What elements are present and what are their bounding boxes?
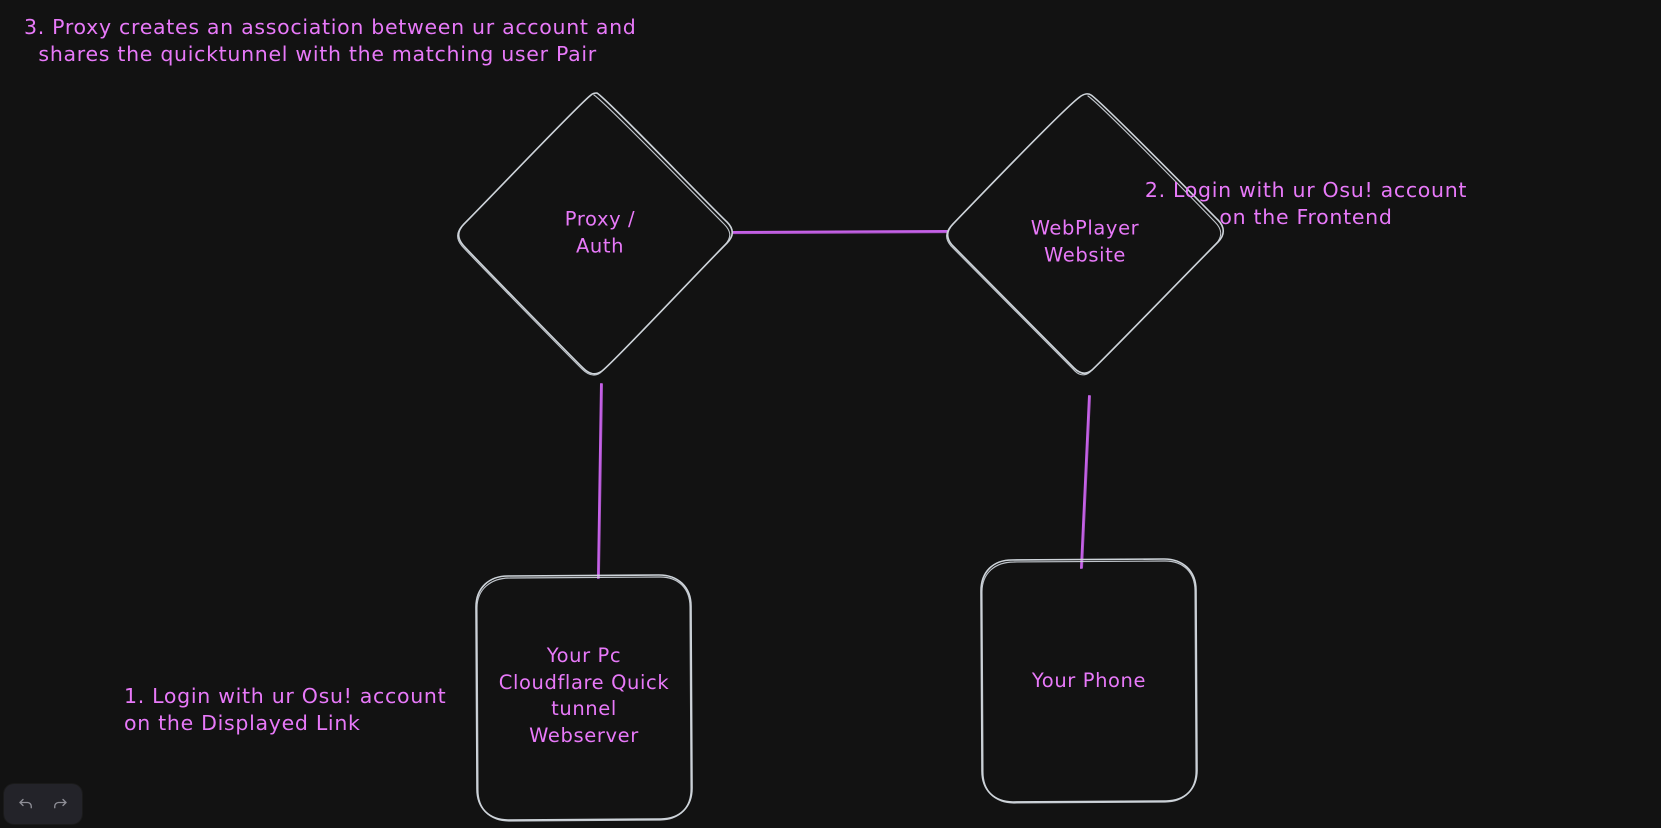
undo-icon: [17, 795, 35, 813]
annotation-step-1: 1. Login with ur Osu! account on the Dis…: [124, 684, 447, 735]
connector-proxy-to-your-pc[interactable]: [597, 383, 603, 579]
node-label-proxy-auth: Proxy / Auth: [564, 207, 636, 258]
node-label-your-phone: Your Phone: [1031, 668, 1147, 692]
redo-icon: [51, 795, 69, 813]
node-label-webplayer-website: WebPlayer Website: [1030, 216, 1140, 267]
connector-proxy-to-webplayer[interactable]: [732, 230, 948, 235]
undo-button[interactable]: [10, 789, 42, 819]
redo-button[interactable]: [44, 789, 76, 819]
history-toolbar: [4, 784, 82, 824]
connector-webplayer-to-your-phone[interactable]: [1080, 395, 1091, 569]
node-label-your-pc: Your Pc Cloudflare Quick tunnel Webserve…: [498, 644, 670, 747]
annotation-step-3: 3. Proxy creates an association between …: [24, 15, 637, 66]
annotation-step-2: 2. Login with ur Osu! account on the Fro…: [1144, 178, 1468, 229]
